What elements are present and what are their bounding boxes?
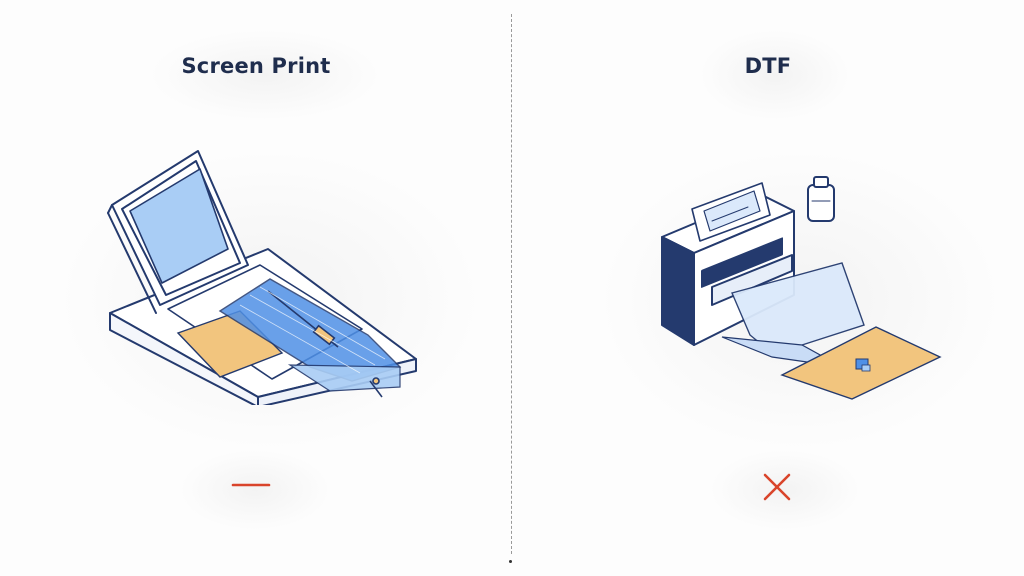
background-blob	[180, 450, 330, 530]
cross-icon	[763, 473, 791, 501]
screen-printing-press-illustration	[107, 150, 417, 405]
dtf-panel: DTF	[512, 0, 1024, 576]
panel-divider	[511, 14, 512, 554]
ink-bottle	[807, 176, 835, 222]
background-blob	[710, 450, 860, 530]
background-blob	[700, 30, 850, 120]
screen-print-panel: Screen Print	[107, 54, 417, 487]
dash-icon	[231, 483, 271, 487]
screen-print-title: Screen Print	[181, 54, 331, 78]
divider-dot	[509, 560, 512, 563]
dtf-title: DTF	[744, 54, 792, 78]
dtf-printer-illustration	[661, 176, 942, 400]
background-blob	[150, 30, 380, 120]
